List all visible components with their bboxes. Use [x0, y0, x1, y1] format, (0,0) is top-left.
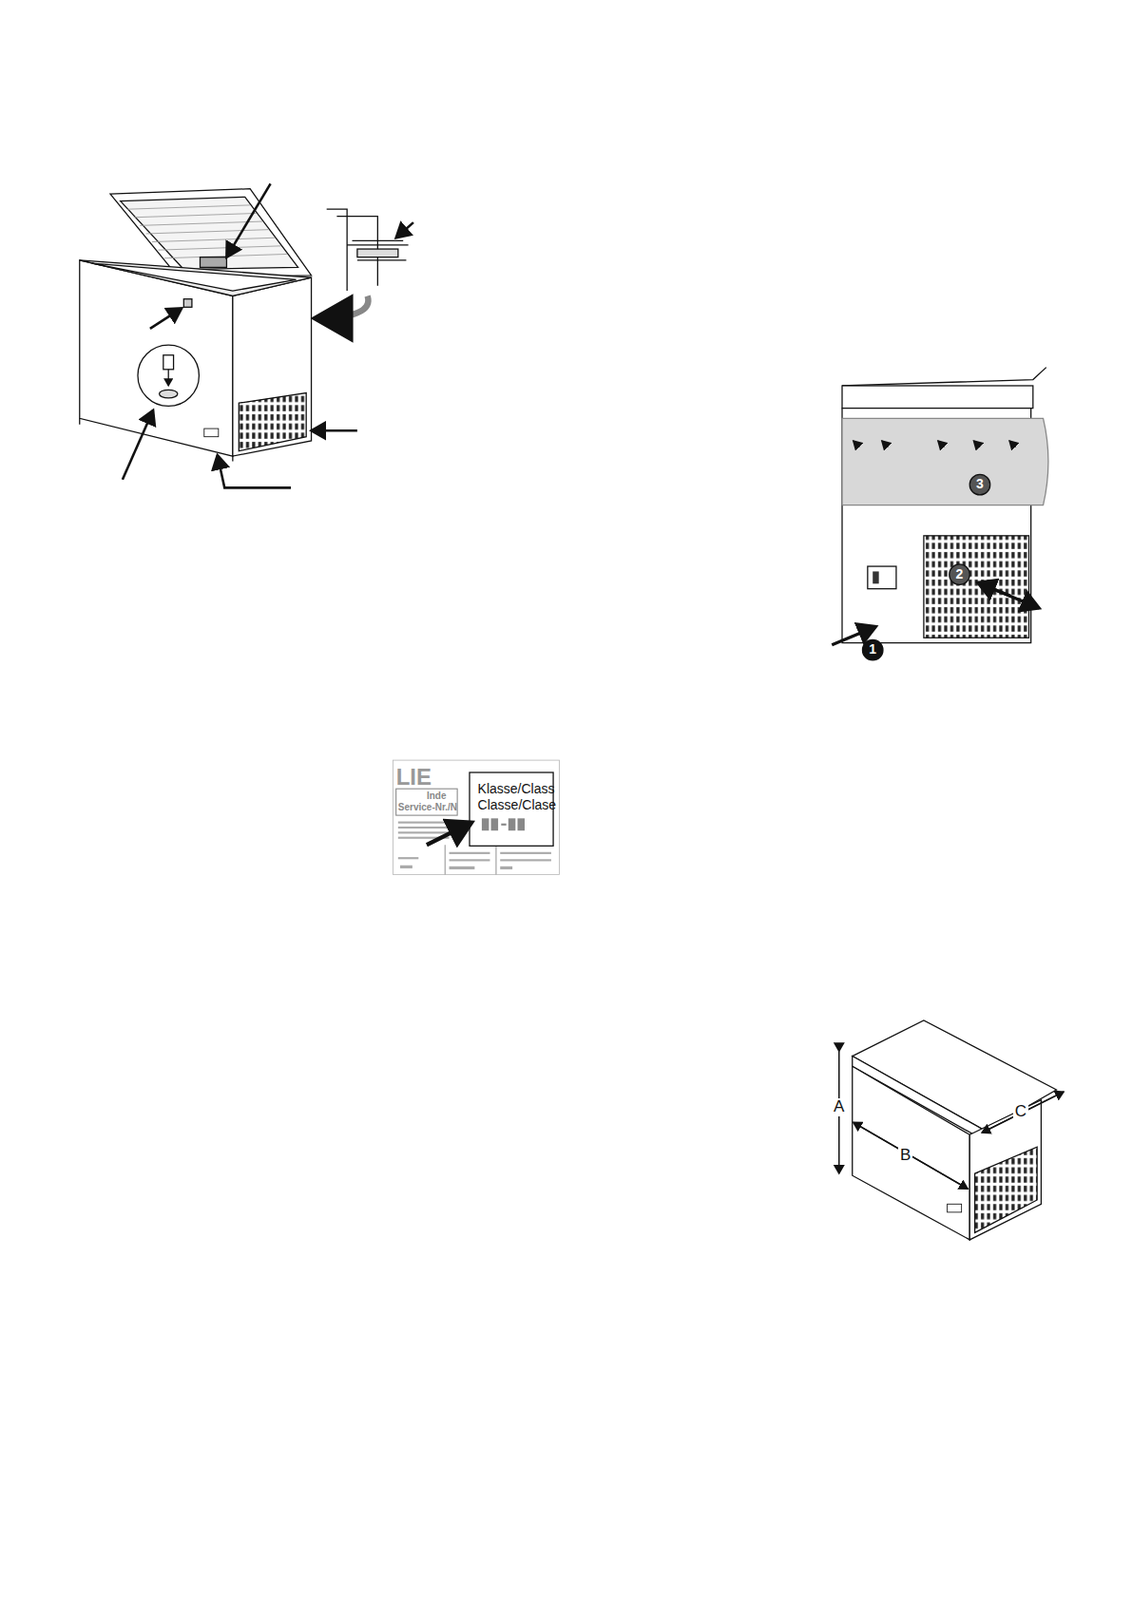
- callout-number: 3: [976, 477, 984, 492]
- dimension-label: B: [898, 1147, 913, 1166]
- dimension-label: C: [1013, 1103, 1029, 1122]
- dimension-figure: [839, 1020, 1064, 1241]
- pointer-arrows: [122, 183, 414, 488]
- plate-text: Service-Nr./N: [398, 802, 458, 813]
- callout-number: 1: [868, 642, 877, 657]
- ventilation-figure: [831, 367, 1049, 661]
- logo-text: LIE: [396, 765, 432, 790]
- class-label: Klasse/Class: [478, 782, 556, 797]
- rating-plate: [392, 760, 559, 875]
- callout-number: 2: [956, 567, 964, 582]
- open-freezer-figure: [79, 189, 415, 462]
- class-label: Classe/Clase: [478, 798, 557, 813]
- dimension-label: A: [831, 1098, 846, 1117]
- plate-text: Inde: [426, 790, 447, 802]
